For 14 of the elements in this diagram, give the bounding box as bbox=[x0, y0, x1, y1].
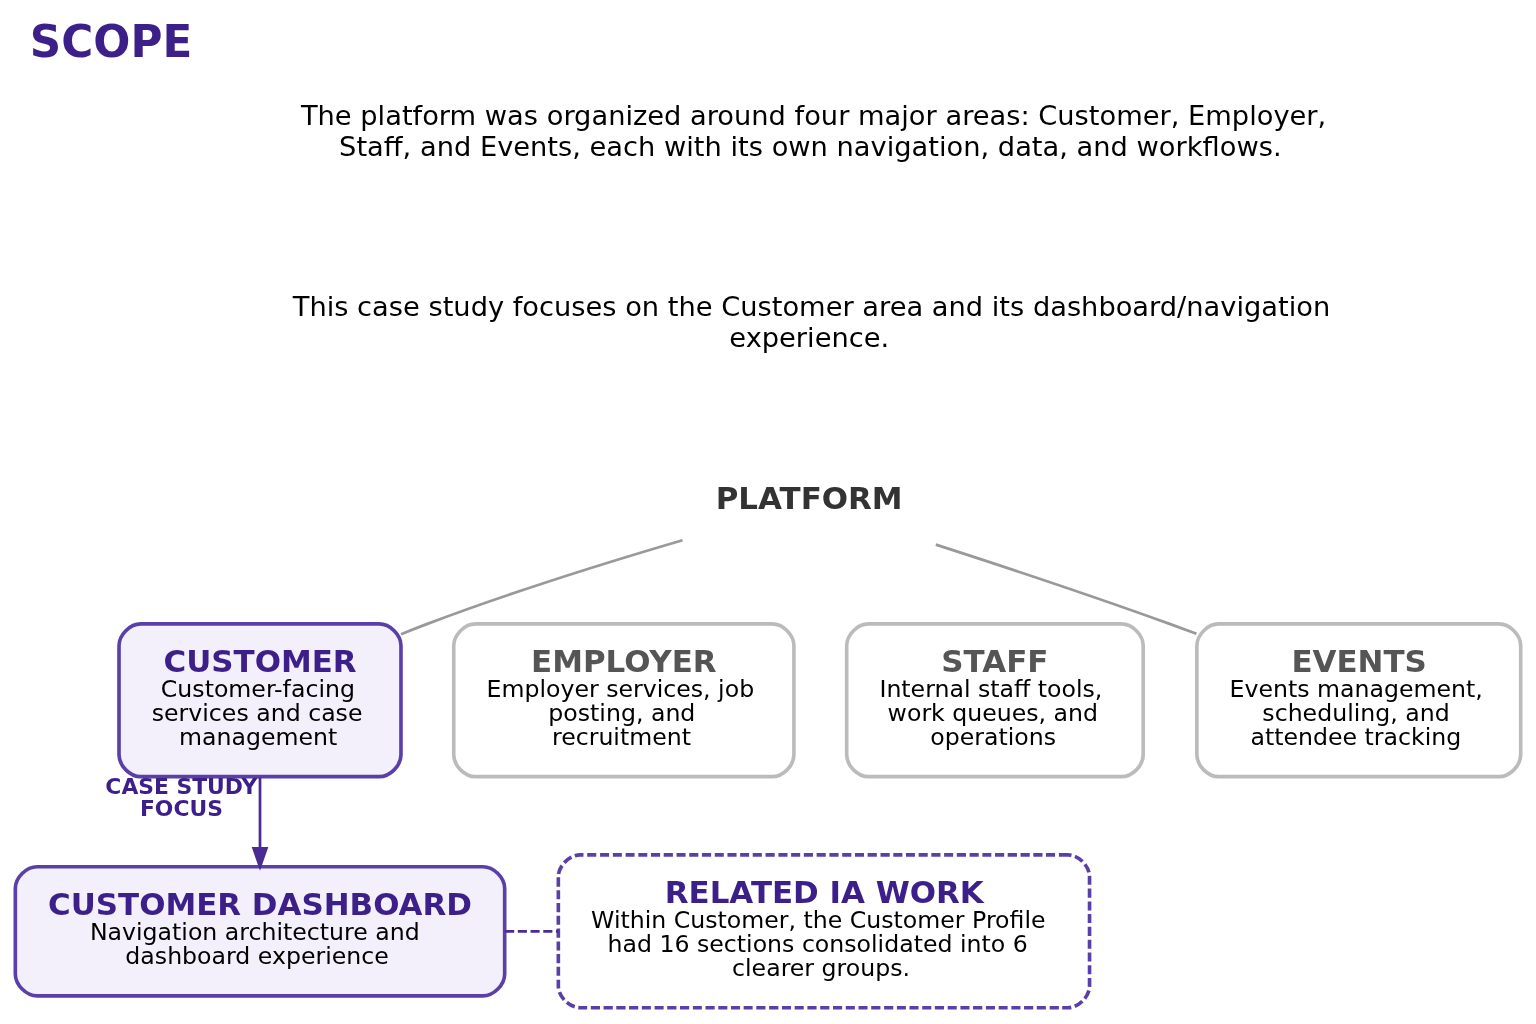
node-box: EVENTS Events management, scheduling, and attendee tracking bbox=[1195, 622, 1523, 779]
node-box: CUSTOMER DASHBOARD Navigation architecture and dashboard experience bbox=[13, 864, 507, 998]
node-text: PLATFORM bbox=[715, 479, 903, 516]
node-box: RELATED IA WORK Within Customer, the Customer Profile had 16 sections consolidated into 6 clearer groups. bbox=[556, 853, 1092, 1010]
connector bbox=[505, 929, 558, 933]
node-box: STAFF Internal staff tools, work queues, and operations bbox=[844, 622, 1145, 779]
connector bbox=[935, 543, 1197, 636]
node-box: EMPLOYER Employer services, job posting, and recruitment bbox=[451, 622, 796, 779]
diagram-title: SCOPE bbox=[29, 15, 193, 67]
connector bbox=[400, 538, 683, 636]
arrow bbox=[251, 777, 269, 871]
label: This case study focuses on the Customer area and its dashboard/navigation experience. bbox=[292, 291, 1331, 354]
node-box: CUSTOMER Customer-facing services and case management bbox=[117, 622, 403, 779]
label: The platform was organized around four major areas: Customer, Employer, Staff, and Events, each with its own navigation, data, and workflows. bbox=[300, 100, 1327, 163]
